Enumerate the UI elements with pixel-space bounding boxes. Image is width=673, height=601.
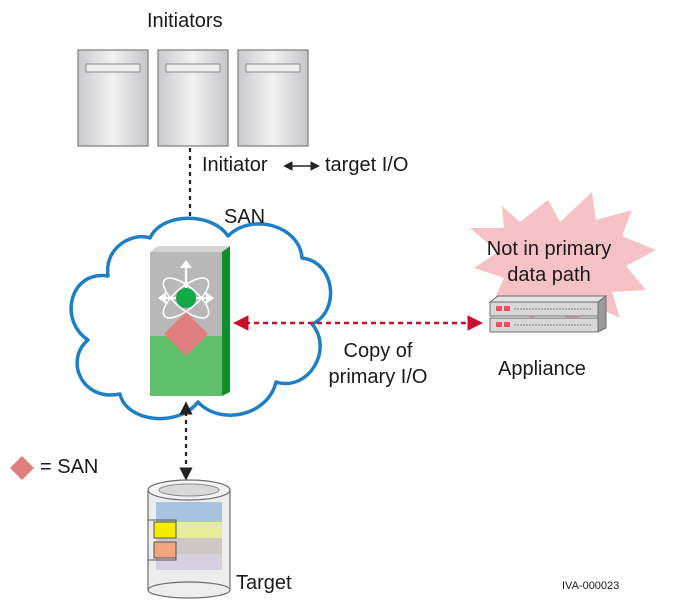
not-in-primary-path-burst [470,192,656,326]
target-label: Target [236,572,292,594]
initiators-label: Initiators [147,10,223,32]
initiator-io-label-left: Initiator [202,154,268,176]
server-tower-icon [77,49,149,147]
initiator-io-label-right: target I/O [325,154,409,176]
server-tower-icon [237,49,309,147]
server-tower-icon [157,49,229,147]
appliance-label: Appliance [498,358,586,380]
initiator-servers [77,49,309,147]
storage-cylinder-icon [147,479,231,599]
not-in-primary-label-line2: data path [507,264,591,286]
copy-io-label-line1: Copy of [343,340,413,362]
not-in-primary-label-line1: Not in primary [486,238,612,260]
figure-id: IVA-000023 [562,580,620,592]
diamond-icon [164,312,208,356]
san-switch-icon [150,246,230,396]
copy-io-label-line2: primary I/O [328,366,428,388]
diamond-icon [10,456,34,480]
appliance-rack-icon [488,295,608,333]
legend-san-label: = SAN [40,456,99,478]
san-label: SAN [224,206,266,228]
